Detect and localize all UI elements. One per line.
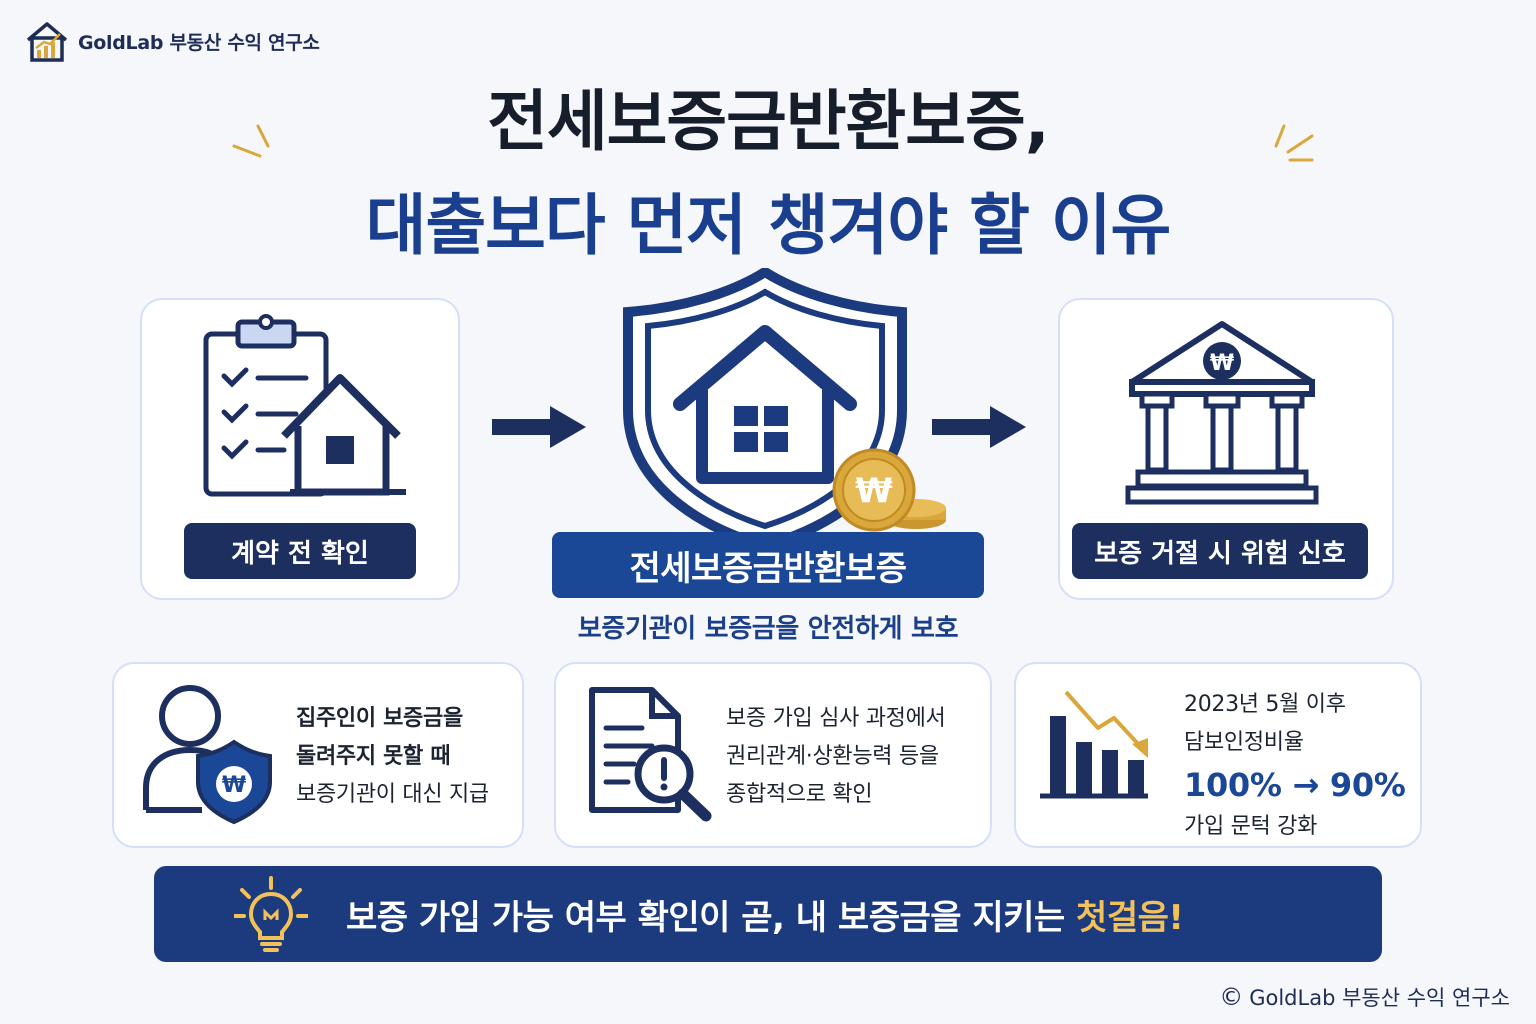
svg-text:₩: ₩ xyxy=(1210,351,1234,376)
person-shield-icon: ₩ xyxy=(143,685,272,825)
sparkle-left-icon xyxy=(232,124,270,158)
info-line-4: 가입 문턱 강화 xyxy=(1184,814,1318,839)
footer-text: GoldLab 부동산 수익 연구소 xyxy=(1249,986,1510,1010)
info-line-2: 돌려주지 못할 때 xyxy=(296,744,451,769)
clipboard-house-icon xyxy=(203,314,406,497)
info-line-1: 집주인이 보증금을 xyxy=(296,706,463,731)
brand-name: GoldLab 부동산 수익 연구소 xyxy=(78,31,320,54)
step-label-deposit-guarantee: 전세보증금반환보증 xyxy=(552,532,984,598)
banner-message: 보증 가입 가능 여부 확인이 곧, 내 보증금을 지키는 첫걸음! xyxy=(346,890,1184,939)
info-card-landlord-text: 집주인이 보증금을 돌려주지 못할 때 보증기관이 대신 지급 xyxy=(296,700,489,814)
arrow-right-icon xyxy=(492,406,586,448)
step-label-contract-check: 계약 전 확인 xyxy=(184,523,416,579)
svg-text:₩: ₩ xyxy=(222,773,246,798)
svg-text:₩: ₩ xyxy=(855,471,893,511)
brand-header: GoldLab 부동산 수익 연구소 xyxy=(24,18,320,64)
sparkle-right-icon xyxy=(1274,124,1314,162)
shield-house-icon: ₩ xyxy=(623,268,946,548)
declining-bar-chart-icon xyxy=(1040,690,1148,799)
arrow-right-icon xyxy=(932,406,1026,448)
conclusion-banner: 보증 가입 가능 여부 확인이 곧, 내 보증금을 지키는 첫걸음! xyxy=(154,866,1382,962)
ltv-ratio-value: 100% → 90% xyxy=(1184,766,1406,804)
banner-highlight: 첫걸음! xyxy=(1076,897,1184,938)
page-title-line2: 대출보다 먼저 챙겨야 할 이유 xyxy=(365,187,1172,264)
info-line-1: 2023년 5월 이후 xyxy=(1184,692,1346,717)
copyright-icon: © xyxy=(1219,983,1244,1011)
info-line-3: 종합적으로 확인 xyxy=(726,782,873,807)
info-card-screening-text: 보증 가입 심사 과정에서 권리관계·상환능력 등을 종합적으로 확인 xyxy=(726,700,946,814)
page-title-line1: 전세보증금반환보증, xyxy=(487,83,1050,160)
info-line-2: 담보인정비율 xyxy=(1184,730,1304,755)
info-line-3: 보증기관이 대신 지급 xyxy=(296,782,489,807)
footer-copyright: © GoldLab 부동산 수익 연구소 xyxy=(1219,982,1510,1012)
lightbulb-icon xyxy=(234,876,308,952)
house-chart-logo-icon xyxy=(26,22,68,62)
document-search-icon xyxy=(589,687,712,822)
step-label-rejection-risk: 보증 거절 시 위험 신호 xyxy=(1072,523,1368,579)
info-card-ltv-text: 2023년 5월 이후 담보인정비율 100% → 90% 가입 문턱 강화 xyxy=(1184,686,1406,846)
info-line-2: 권리관계·상환능력 등을 xyxy=(726,744,939,769)
banner-text: 보증 가입 가능 여부 확인이 곧, 내 보증금을 지키는 xyxy=(346,897,1077,938)
info-line-1: 보증 가입 심사 과정에서 xyxy=(726,706,946,731)
deposit-guarantee-subtitle: 보증기관이 보증금을 안전하게 보호 xyxy=(577,614,959,644)
bank-won-icon: ₩ xyxy=(1125,321,1319,505)
